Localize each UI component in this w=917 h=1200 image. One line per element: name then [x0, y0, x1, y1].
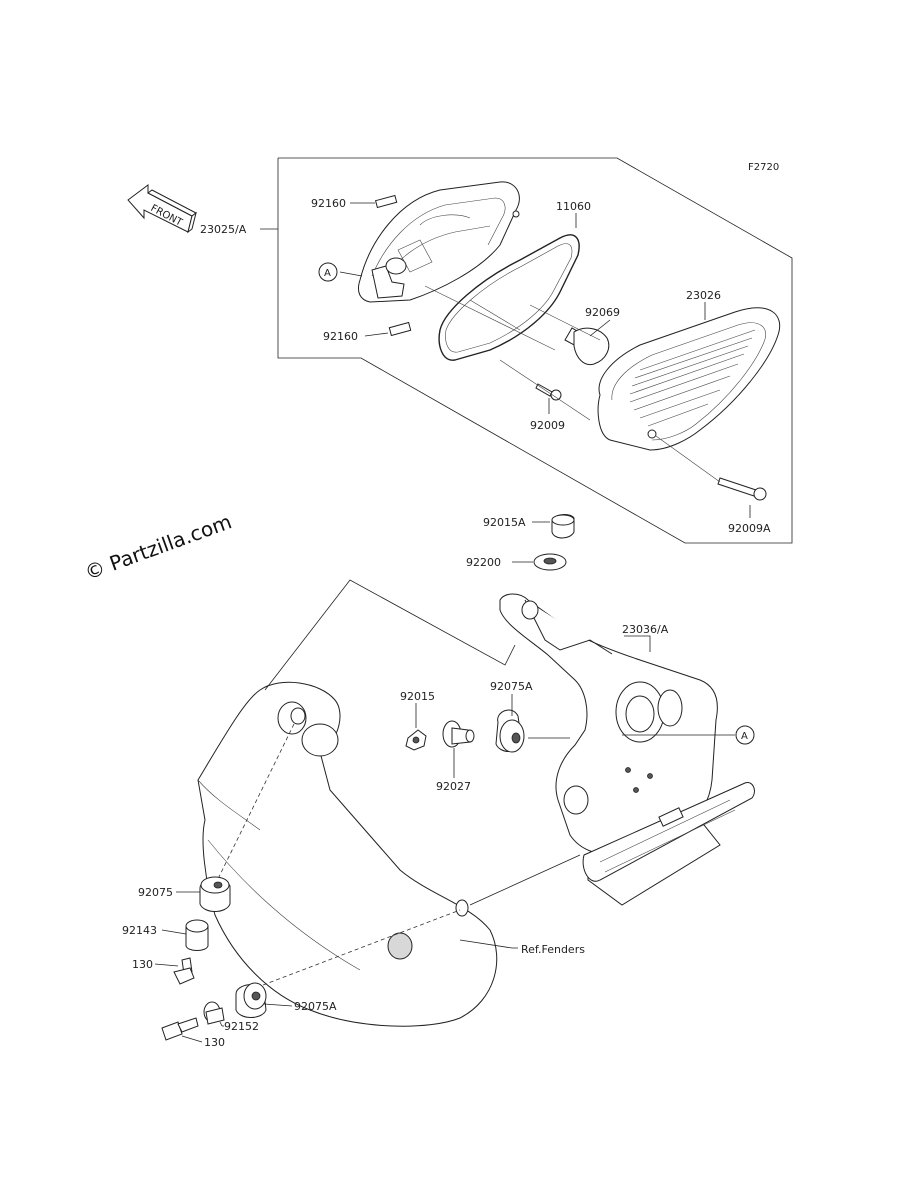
assembly-boundary	[277, 157, 793, 544]
grommet-92075	[199, 876, 231, 912]
collar-92027	[442, 720, 475, 748]
diagram-code: F2720	[748, 162, 779, 173]
label-23025: 23025/A	[200, 223, 247, 236]
grommet-92075A-bottom	[235, 982, 267, 1018]
ref-circle-a-upper: A	[318, 262, 338, 282]
bolt-130-bottom	[161, 1017, 199, 1041]
label-92160-top: 92160	[311, 197, 346, 210]
label-92027: 92027	[436, 780, 471, 793]
label-92015A: 92015A	[483, 516, 526, 529]
label-23036: 23036/A	[622, 623, 669, 636]
part-92160-bottom-shape	[388, 321, 412, 337]
lens-gasket	[438, 234, 580, 361]
label-92009A: 92009A	[728, 522, 771, 535]
leader-lines-upper	[260, 202, 751, 518]
bulb	[564, 327, 610, 366]
label-92200: 92200	[466, 556, 501, 569]
label-92075: 92075	[138, 886, 173, 899]
label-92143: 92143	[122, 924, 157, 937]
watermark: © Partzilla.com	[82, 509, 235, 584]
label-92160-bottom: 92160	[323, 330, 358, 343]
label-23026: 23026	[686, 289, 721, 302]
front-arrow-icon: FRONT	[127, 184, 197, 234]
label-130-bottom: 130	[204, 1036, 225, 1049]
label-92069: 92069	[585, 306, 620, 319]
label-92152: 92152	[224, 1020, 259, 1033]
label-92009: 92009	[530, 419, 565, 432]
label-92075A-top: 92075A	[490, 680, 533, 693]
label-130-top: 130	[132, 958, 153, 971]
ref-label-a-lower: A	[741, 731, 748, 742]
washer-92200	[533, 553, 567, 571]
bolt-130-top	[173, 957, 195, 985]
collar-92143	[185, 919, 209, 951]
grommet-92075A-top	[495, 709, 525, 753]
label-92075A-bottom: 92075A	[294, 1000, 337, 1013]
ref-label-a-upper: A	[324, 268, 331, 279]
tail-lamp-housing	[357, 181, 520, 303]
ref-circle-a-lower: A	[735, 725, 755, 745]
label-11060: 11060	[556, 200, 591, 213]
screw-92009A	[717, 477, 767, 501]
label-92015: 92015	[400, 690, 435, 703]
license-bracket	[499, 593, 755, 906]
label-ref-fenders: Ref.Fenders	[521, 943, 585, 956]
collar-92152	[203, 1001, 225, 1025]
lamp-lens	[597, 307, 781, 451]
part-92160-top-shape	[374, 194, 398, 209]
nut-92015A	[551, 514, 575, 539]
nut-92015	[405, 729, 427, 751]
